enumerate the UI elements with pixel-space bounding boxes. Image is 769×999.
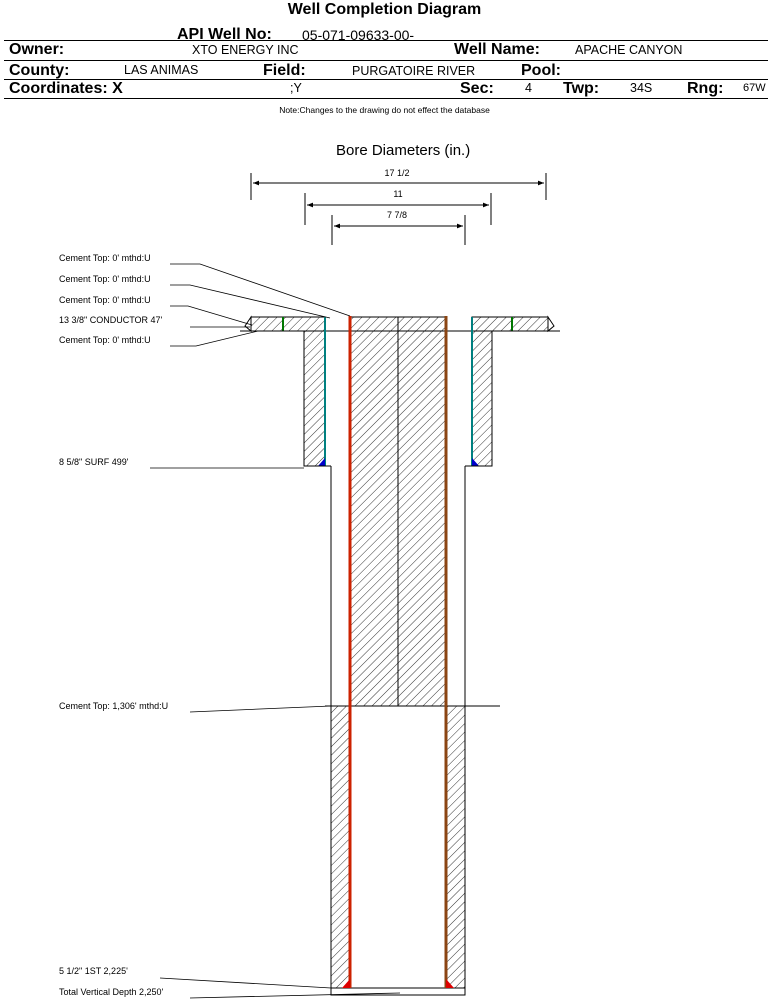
coords-label: Coordinates: X [9, 80, 123, 97]
label-conductor: 13 3/8" CONDUCTOR 47' [59, 315, 163, 325]
sec-value: 4 [525, 81, 532, 95]
bore-dim-1: 17 1/2 [384, 168, 410, 178]
page-title: Well Completion Diagram [287, 1, 482, 18]
label-cement-top-5: Cement Top: 1,306' mthd:U [59, 701, 169, 711]
county-label: County: [9, 62, 70, 79]
label-total-depth: Total Vertical Depth 2,250' [59, 987, 164, 997]
note-text: Note:Changes to the drawing do not effec… [279, 105, 490, 115]
owner-value: XTO ENERGY INC [192, 43, 299, 57]
twp-value: 34S [630, 81, 653, 95]
header-rule-3 [4, 79, 768, 80]
api-label: API Well No: [177, 26, 272, 43]
rng-value: 67W [743, 82, 766, 94]
api-value: 05-071-09633-00- [302, 27, 415, 43]
header-rule-2 [4, 60, 768, 61]
bore-title: Bore Diameters (in.) [336, 142, 471, 159]
twp-label: Twp: [563, 80, 600, 97]
owner-label: Owner: [9, 41, 65, 58]
leader-lines [150, 263, 401, 999]
field-label: Field: [263, 62, 306, 79]
label-cement-top-3: Cement Top: 0' mthd:U [59, 295, 151, 305]
label-cement-top-4: Cement Top: 0' mthd:U [59, 335, 151, 345]
bore-dim-2: 11 [393, 189, 403, 199]
borehole-walls [325, 316, 500, 996]
coords-y-label: ;Y [290, 81, 302, 95]
rng-label: Rng: [687, 80, 724, 97]
dimension-lines [250, 173, 547, 245]
surface-section [303, 317, 493, 467]
bore-dim-3: 7 7/8 [386, 210, 408, 220]
well-name-label: Well Name: [454, 41, 540, 58]
sec-label: Sec: [460, 80, 494, 97]
header-rule-top [4, 40, 768, 41]
label-cement-top-2: Cement Top: 0' mthd:U [59, 274, 151, 284]
header-rule-bottom [4, 98, 768, 99]
field-value: PURGATOIRE RIVER [352, 64, 476, 78]
pool-label: Pool: [521, 62, 561, 79]
label-cement-top-1: Cement Top: 0' mthd:U [59, 253, 151, 263]
county-value: LAS ANIMAS [124, 63, 199, 77]
well-name-value: APACHE CANYON [575, 43, 683, 57]
label-production-casing: 5 1/2" 1ST 2,225' [59, 966, 128, 976]
production-casing [342, 316, 454, 988]
label-surf-casing: 8 5/8" SURF 499' [59, 457, 129, 467]
